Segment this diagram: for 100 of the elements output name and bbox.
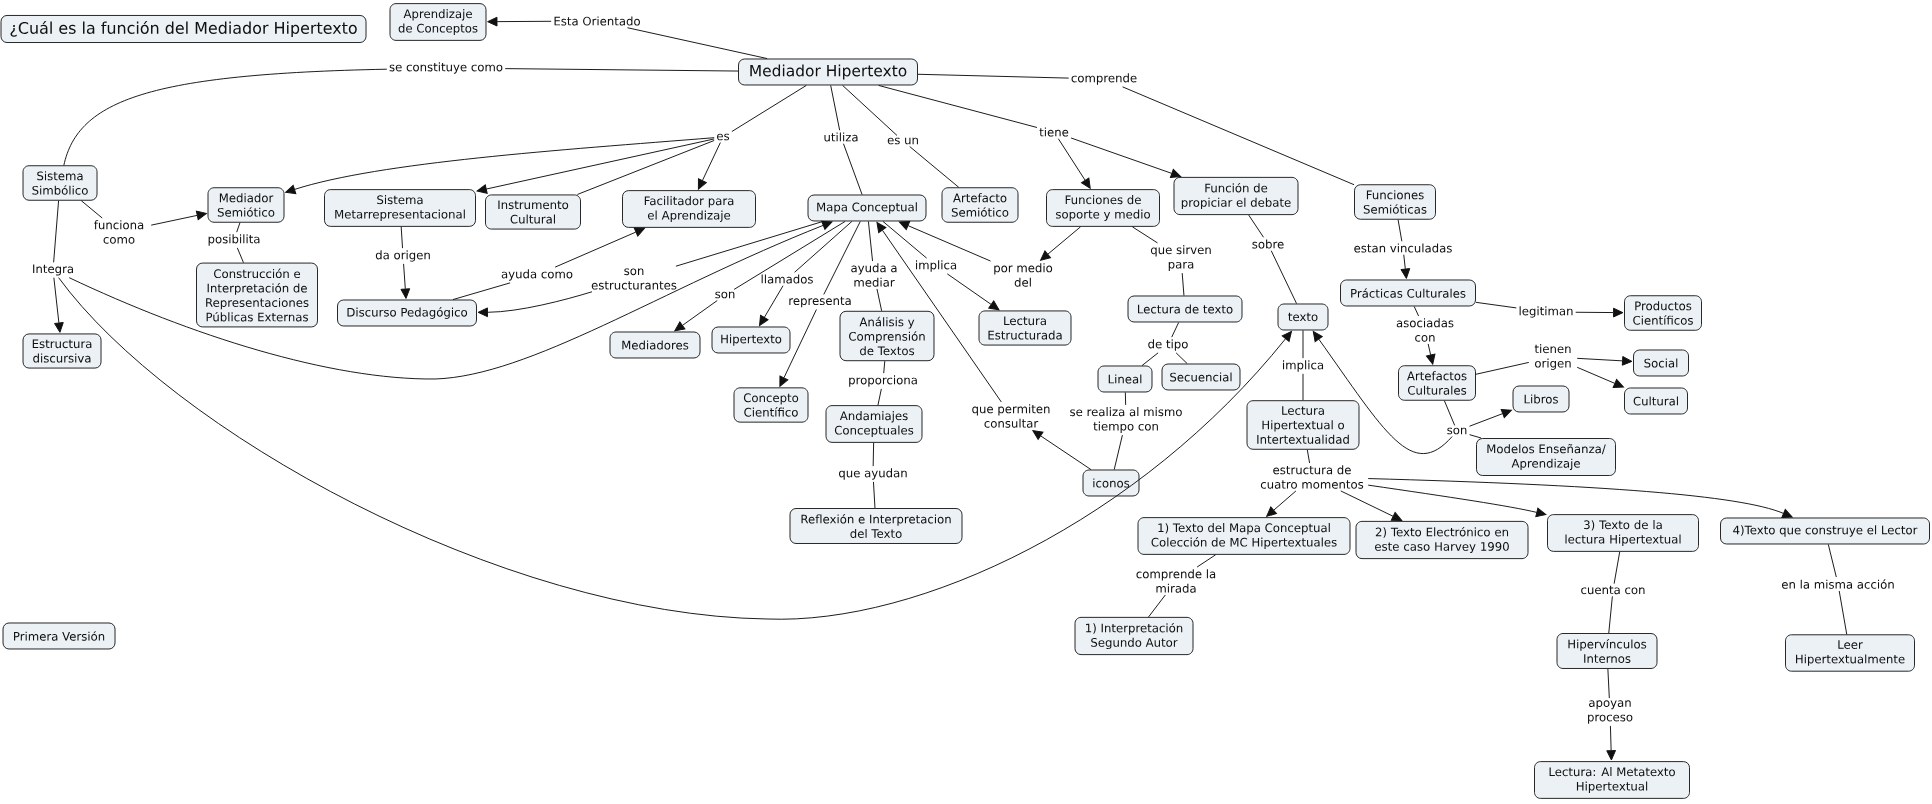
concept-box: texto (1277, 303, 1329, 331)
concept-box: Mapa Conceptual (807, 194, 927, 222)
connector-line (236, 222, 241, 233)
concept-box: Lectura de texto (1127, 295, 1243, 323)
concept-box: iconos (1082, 469, 1140, 497)
connector-line (1141, 352, 1159, 367)
connector-line (830, 84, 841, 131)
connector-line (1469, 434, 1482, 439)
link-label: representa (789, 296, 851, 308)
concept-box: 4)Texto que construye el Lector (1720, 517, 1930, 545)
concept-box: Lectura Estructurada (978, 310, 1072, 346)
concept-box: Construcción e Interpretación de Representaciones Públicas Externas (196, 262, 318, 328)
concept-box: Productos Científicos (1624, 295, 1702, 331)
title-box: ¿Cuál es la función del Mediador Hipertexto (0, 15, 367, 43)
concept-box: 1) Interpretación Segundo Autor (1074, 616, 1194, 656)
connector-line (1413, 305, 1420, 317)
connector-line (675, 220, 824, 267)
concept-box: Primera Versión (2, 622, 116, 650)
connector-line (576, 140, 715, 195)
arrow (1367, 478, 1793, 518)
link-label: Esta Orientado (554, 16, 640, 26)
arrow (1057, 138, 1091, 189)
concept-box: Lectura Hipertextual o Intertextualidad (1246, 400, 1360, 450)
link-label: son (1447, 427, 1467, 435)
arrow (477, 291, 593, 318)
concept-box: Leer Hipertextualmente (1785, 634, 1915, 672)
connector-line (63, 68, 388, 166)
link-label: ayuda a mediar (851, 263, 897, 287)
connector-line (882, 220, 928, 259)
link-label: apoyan proceso (1588, 700, 1633, 724)
link-label: es (717, 133, 730, 141)
connector-line (1122, 86, 1355, 186)
concept-box: Prácticas Culturales (1340, 279, 1476, 307)
link-label: estan vinculadas (1354, 243, 1452, 253)
arrow (150, 210, 207, 226)
concept-box: 3) Texto de la lectura Hipertextual (1547, 514, 1699, 552)
link-label: tiene (1039, 127, 1069, 137)
concept-box: Mediadores (609, 331, 701, 359)
link-label: Integra (33, 264, 73, 276)
concept-box: Discurso Pedagógico (337, 299, 477, 327)
concept-box: Secuencial (1161, 363, 1241, 391)
connector-line (80, 200, 103, 219)
link-label: utiliza (824, 132, 858, 142)
concept-box: Facilitador para el Aprendizaje (622, 190, 756, 228)
arrow (1266, 490, 1297, 517)
link-label: ayuda como (501, 269, 573, 281)
connector-line (400, 226, 403, 249)
link-label: estructura de cuatro momentos (1260, 465, 1364, 489)
link-label: cuenta con (1581, 585, 1645, 595)
connector-line (504, 68, 739, 72)
connector-line (452, 282, 511, 301)
connector-line (1397, 219, 1403, 242)
connector-line (867, 220, 874, 262)
concept-box: Sistema Simbólico (22, 165, 98, 201)
arrow (1040, 226, 1081, 261)
concept-box: Funciones de soporte y medio (1046, 189, 1160, 227)
connector-line (53, 200, 60, 263)
connector-line (872, 442, 875, 467)
arrow (1340, 490, 1403, 521)
arrow (285, 137, 715, 195)
arrow (898, 221, 991, 262)
concept-box: Aprendizaje de Conceptos (389, 3, 487, 41)
connector-line (1124, 391, 1127, 406)
concept-box: 1) Texto del Mapa Conceptual Colección de MC Hipertextuales (1137, 517, 1351, 555)
link-label: es un (887, 137, 918, 145)
connector-line (1613, 551, 1621, 585)
arrow (759, 285, 784, 327)
connector-line (842, 84, 898, 136)
link-label: implica (916, 260, 957, 272)
arrow (674, 300, 718, 332)
link-label: tienen origen (1534, 344, 1571, 370)
link-label: son estructurantes (591, 268, 677, 290)
connector-line (1838, 590, 1848, 635)
connector-line (878, 84, 1038, 128)
link-label: legitiman (1519, 306, 1573, 318)
concept-box: Libros (1512, 385, 1570, 413)
connector-line (627, 27, 768, 60)
connector-line (877, 388, 882, 406)
arrow (1032, 430, 1092, 471)
concept-box: Modelos Enseñanza/ Aprendizaje (1476, 438, 1616, 476)
link-label: de tipo (1148, 339, 1188, 351)
arrow (554, 227, 646, 268)
connector-line (731, 84, 807, 132)
link-label: por medio del (994, 263, 1053, 287)
connector-line (843, 143, 863, 196)
connector-line (1302, 329, 1304, 359)
arrow (1070, 137, 1182, 179)
concept-box: Reflexión e Interpretacion del Texto (789, 508, 963, 544)
concept-box: Mediador Semiótico (207, 187, 285, 223)
link-label: que permiten consultar (972, 404, 1050, 428)
arrow (779, 309, 817, 387)
link-label: asociadas con (1396, 318, 1454, 342)
arrow (1576, 366, 1624, 388)
link-label: sobre (1252, 239, 1284, 249)
concept-box: Instrumento Cultural (485, 194, 581, 230)
concept-box: Análisis y Comprensión de Textos (839, 310, 935, 362)
link-label: que sirven para (1150, 245, 1211, 271)
connector-line (1181, 272, 1185, 297)
link-label: en la misma acción (1781, 579, 1894, 589)
connector-line (794, 220, 853, 273)
